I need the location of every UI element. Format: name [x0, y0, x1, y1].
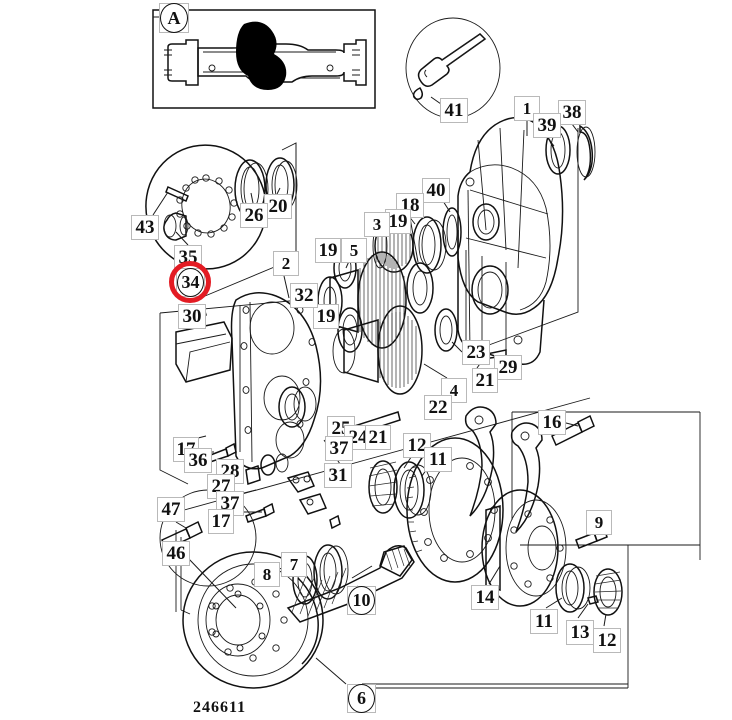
callout-8[interactable]: 8 [254, 562, 280, 587]
callout-29[interactable]: 29 [494, 355, 522, 380]
circled-callout-label: 34 [177, 268, 204, 297]
circled-callout-A[interactable]: A [159, 3, 189, 33]
axle-housing-illustration [164, 21, 366, 91]
callout-9[interactable]: 9 [586, 510, 612, 535]
callout-35[interactable]: 35 [174, 245, 202, 270]
circled-callout-6[interactable]: 6 [347, 684, 376, 713]
hub-bolt-holes [511, 511, 563, 587]
callout-39[interactable]: 39 [533, 113, 561, 138]
fastener-cluster [208, 444, 340, 528]
callout-21[interactable]: 21 [472, 368, 498, 393]
drum-bolt-holes [209, 579, 287, 661]
circled-callout-label: 6 [348, 684, 375, 713]
bearing-23 [435, 309, 457, 351]
snap-ring-38 [577, 126, 595, 180]
bearing-11-nut-12 [546, 564, 622, 626]
pinion-shaft-10 [288, 546, 414, 622]
callout-16[interactable]: 16 [538, 410, 566, 435]
callout-22[interactable]: 22 [424, 395, 452, 420]
callout-13[interactable]: 13 [566, 620, 594, 645]
callout-14[interactable]: 14 [471, 585, 499, 610]
callout-47[interactable]: 47 [157, 497, 185, 522]
ring-25-24 [279, 387, 316, 427]
brake-arms-hub-14 [466, 407, 607, 606]
callout-40[interactable]: 40 [422, 178, 450, 203]
hub-boss-35 [164, 213, 188, 240]
callout-12[interactable]: 12 [593, 628, 621, 653]
sealant-tube-illustration [414, 34, 485, 99]
callout-43[interactable]: 43 [131, 215, 159, 240]
callout-26[interactable]: 26 [240, 203, 268, 228]
callout-30[interactable]: 30 [178, 304, 206, 329]
callout-37[interactable]: 37 [325, 436, 353, 461]
drum-inner-holes [213, 591, 265, 651]
drawing-number: 246611 [193, 699, 247, 716]
bearing-19-c [407, 263, 433, 313]
callout-41[interactable]: 41 [440, 98, 468, 123]
callout-17[interactable]: 17 [208, 509, 234, 534]
callout-3[interactable]: 3 [364, 212, 390, 237]
bracket-30 [176, 322, 232, 382]
bearing-19-b [338, 308, 362, 352]
circled-callout-34[interactable]: 34 [176, 268, 205, 297]
callout-19[interactable]: 19 [315, 238, 341, 263]
callout-36[interactable]: 36 [184, 448, 212, 473]
callout-2[interactable]: 2 [273, 251, 299, 276]
cover-bolt-holes [241, 307, 315, 434]
callout-19[interactable]: 19 [313, 304, 339, 329]
callout-38[interactable]: 38 [558, 100, 586, 125]
callout-31[interactable]: 31 [324, 463, 352, 488]
circled-callout-label: A [160, 3, 188, 33]
callout-21[interactable]: 21 [365, 425, 391, 450]
callout-20[interactable]: 20 [264, 194, 292, 219]
main-housing-assembly [458, 117, 595, 364]
callout-5[interactable]: 5 [341, 238, 367, 263]
pin-43 [166, 187, 188, 201]
callout-46[interactable]: 46 [162, 541, 190, 566]
circled-callout-10[interactable]: 10 [347, 586, 376, 615]
bearing-18 [413, 217, 446, 273]
callout-11[interactable]: 11 [530, 609, 558, 634]
bolt-16 [552, 416, 594, 445]
callout-11[interactable]: 11 [424, 447, 452, 472]
callout-32[interactable]: 32 [290, 283, 318, 308]
circled-callout-label: 10 [348, 586, 375, 615]
brake-drum-6 [183, 552, 628, 688]
washer-40 [443, 208, 461, 256]
gear-lower-4 [333, 306, 422, 394]
callout-23[interactable]: 23 [462, 340, 490, 365]
callout-7[interactable]: 7 [281, 552, 307, 577]
